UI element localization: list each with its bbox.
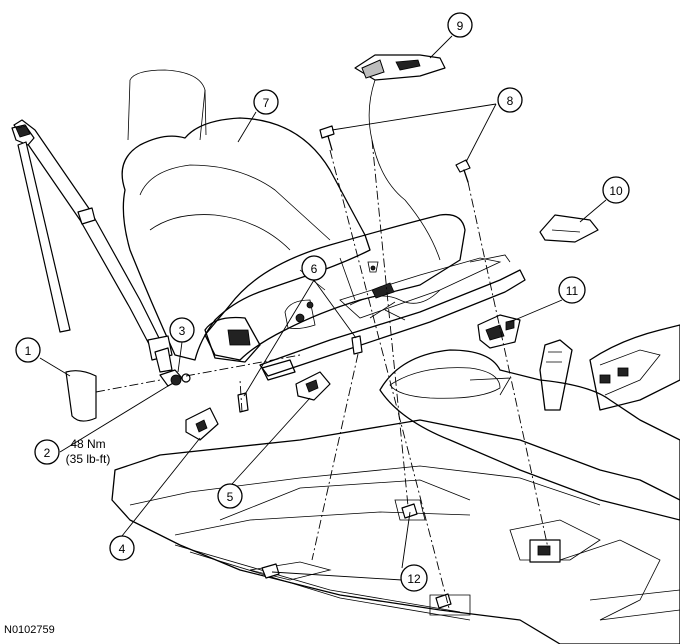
callout-2: 2 (34, 439, 60, 465)
callout-6: 6 (301, 255, 327, 281)
callout-5-label: 5 (227, 490, 234, 504)
floor-pan (111, 419, 680, 644)
center-console (379, 324, 680, 521)
seat-back (121, 69, 371, 361)
connector-11 (477, 314, 521, 349)
bolt-6 (237, 335, 363, 413)
callout-6-label: 6 (311, 262, 318, 276)
bracket-5 (295, 371, 331, 401)
callout-11-label: 11 (566, 284, 579, 298)
bolt-8 (319, 125, 471, 183)
callout-11: 11 (558, 276, 586, 304)
torque-metric: 48 Nm (70, 437, 105, 451)
cover-10 (539, 214, 599, 243)
anchor-bolt (159, 369, 191, 387)
callout-12: 12 (400, 564, 428, 592)
callout-7-label: 7 (263, 96, 270, 110)
seat-cushion (204, 213, 466, 363)
callout-3-label: 3 (179, 324, 186, 338)
connector-9 (354, 54, 446, 261)
callout-9-label: 9 (457, 19, 464, 33)
callout-2-label: 2 (44, 446, 51, 460)
callout-7: 7 (253, 89, 279, 115)
assembly-lines (95, 139, 549, 613)
figure-id: N0102759 (4, 624, 55, 636)
seat-belt (11, 119, 173, 373)
callout-5: 5 (217, 483, 243, 509)
torque-imperial: (35 lb-ft) (66, 452, 111, 466)
callout-3: 3 (169, 317, 195, 343)
callout-9: 9 (447, 12, 473, 38)
belt-trim-cover (65, 370, 97, 422)
callout-1: 1 (15, 337, 41, 363)
callout-8-label: 8 (507, 94, 514, 108)
floor-fasteners-12 (261, 503, 452, 609)
torque-spec: 48 Nm (35 lb-ft) (66, 437, 111, 466)
bracket-4 (185, 407, 219, 441)
callout-10-label: 10 (609, 184, 623, 198)
callout-12-label: 12 (407, 572, 421, 586)
leader-lines (39, 35, 607, 581)
callout-8: 8 (497, 87, 523, 113)
callout-10: 10 (602, 176, 630, 204)
callout-1-label: 1 (25, 344, 32, 358)
callout-4: 4 (109, 535, 135, 561)
seat-track (259, 254, 526, 381)
callout-4-label: 4 (119, 542, 126, 556)
